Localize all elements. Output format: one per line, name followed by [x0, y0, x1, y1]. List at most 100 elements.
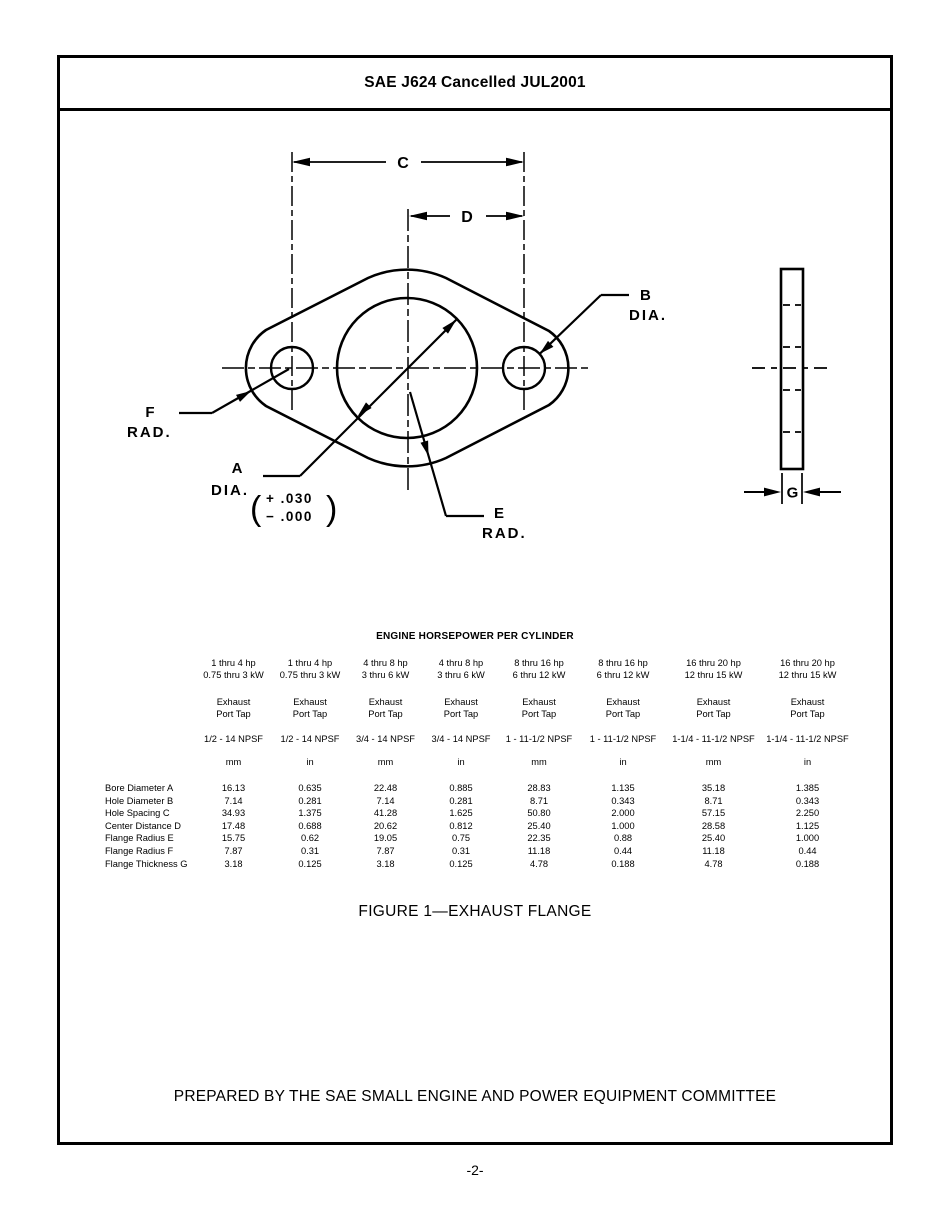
- dimension-table: 1 thru 4 hp 0.75 thru 3 kW 1 thru 4 hp 0.…: [105, 657, 855, 870]
- value-cell: 0.188: [795, 858, 820, 869]
- header-title: SAE J624 Cancelled JUL2001: [364, 74, 586, 91]
- col-header-npsf: 1-1/4 - 11-1/2 NPSF: [672, 734, 755, 744]
- value-cell: 0.31: [300, 845, 320, 856]
- value-cell: 0.885: [449, 783, 473, 793]
- value-cell: 0.812: [449, 820, 473, 831]
- col-header-npsf: 3/4 - 14 NPSF: [431, 734, 491, 744]
- value-cell: 41.28: [373, 808, 398, 819]
- row-label: Hole Diameter B: [105, 795, 174, 806]
- value-cell: 0.44: [613, 845, 633, 856]
- col-header-hp: 8 thru 16 hp 6 thru 12 kW: [512, 658, 566, 680]
- value-cell: 35.18: [701, 783, 726, 793]
- col-header-tap: Exhaust Port Tap: [790, 697, 825, 719]
- value-cell: 1.625: [449, 808, 473, 819]
- value-cell: 15.75: [221, 833, 246, 844]
- col-header-unit: in: [803, 757, 812, 767]
- col-header-hp: 4 thru 8 hp 3 thru 6 kW: [437, 658, 485, 680]
- value-cell: 7.14: [376, 795, 395, 806]
- col-header-tap: Exhaust Port Tap: [443, 697, 479, 719]
- value-cell: 11.18: [527, 845, 551, 856]
- col-header-npsf: 1 - 11-1/2 NPSF: [505, 734, 573, 744]
- col-header-npsf: 1/2 - 14 NPSF: [280, 734, 340, 744]
- col-header-unit: in: [457, 757, 465, 767]
- col-header-unit: mm: [225, 757, 242, 767]
- value-cell: 0.281: [449, 795, 473, 806]
- value-cell: 8.71: [704, 795, 723, 806]
- value-cell: 0.188: [611, 858, 635, 869]
- col-header-tap: Exhaust Port Tap: [521, 697, 557, 719]
- value-cell: 16.13: [221, 783, 246, 793]
- value-cell: 0.44: [798, 845, 817, 856]
- value-cell: 1.000: [795, 833, 820, 844]
- col-header-unit: mm: [705, 757, 722, 767]
- spacer-cell: [105, 745, 195, 768]
- value-cell: 8.71: [529, 795, 549, 806]
- col-header-hp: 8 thru 16 hp 6 thru 12 kW: [596, 658, 650, 680]
- value-cell: 1.000: [611, 820, 635, 831]
- col-header-hp: 16 thru 20 hp 12 thru 15 kW: [778, 658, 837, 680]
- value-cell: 4.78: [704, 858, 723, 869]
- value-cell: 2.250: [795, 808, 820, 819]
- header-row-npsf: 1/2 - 14 NPSF 1/2 - 14 NPSF 3/4 - 14 NPSF 3…: [105, 720, 855, 745]
- value-cell: 25.40: [701, 833, 726, 844]
- figure-caption: FIGURE 1—EXHAUST FLANGE: [358, 903, 592, 920]
- value-cell: 0.75: [451, 833, 471, 844]
- value-cell: 0.125: [449, 858, 473, 869]
- col-header-tap: Exhaust Port Tap: [292, 697, 328, 719]
- spacer-cell: [105, 720, 195, 745]
- value-cell: 4.78: [529, 858, 549, 869]
- col-header-npsf: 1-1/4 - 11-1/2 NPSF: [766, 734, 849, 744]
- value-cell: 1.125: [795, 820, 820, 831]
- value-cell: 57.15: [701, 808, 726, 819]
- value-cell: 0.88: [613, 833, 633, 844]
- col-header-hp: 1 thru 4 hp 0.75 thru 3 kW: [279, 658, 341, 680]
- value-cell: 0.125: [298, 858, 322, 869]
- value-cell: 7.14: [224, 795, 243, 806]
- value-cell: 0.635: [298, 783, 322, 793]
- value-cell: 19.05: [373, 833, 398, 844]
- value-cell: 1.385: [795, 783, 820, 793]
- col-header-tap: Exhaust Port Tap: [605, 697, 641, 719]
- row-label: Center Distance D: [105, 820, 181, 831]
- col-header-unit: mm: [531, 757, 547, 767]
- value-cell: 28.58: [701, 820, 726, 831]
- value-cell: 0.343: [611, 795, 635, 806]
- row-label: Hole Spacing C: [105, 808, 170, 819]
- value-cell: 2.000: [611, 808, 635, 819]
- value-cell: 0.688: [298, 820, 322, 831]
- header-row-hp: 1 thru 4 hp 0.75 thru 3 kW 1 thru 4 hp 0.…: [105, 657, 855, 681]
- col-header-unit: in: [306, 757, 314, 767]
- value-cell: 7.87: [376, 845, 395, 856]
- value-cell: 0.62: [300, 833, 320, 844]
- col-header-unit: in: [619, 757, 627, 767]
- value-cell: 3.18: [376, 858, 395, 869]
- col-header-npsf: 1 - 11-1/2 NPSF: [589, 734, 657, 744]
- col-header-npsf: 3/4 - 14 NPSF: [356, 734, 415, 744]
- value-cell: 34.93: [221, 808, 246, 819]
- page-border: SAE J624 Cancelled JUL2001: [57, 55, 893, 1145]
- table-title: ENGINE HORSEPOWER PER CYLINDER: [376, 631, 574, 642]
- value-cell: 0.31: [451, 845, 471, 856]
- value-cell: 22.48: [373, 783, 398, 793]
- col-header-npsf: 1/2 - 14 NPSF: [204, 734, 263, 744]
- row-label: Bore Diameter A: [105, 783, 174, 793]
- value-cell: 0.343: [795, 795, 820, 806]
- table-row: Hole Diameter B 7.14 0.281 7.14 0.281 8.71 0.3…: [105, 795, 855, 808]
- value-cell: 0.281: [298, 795, 322, 806]
- value-cell: 7.87: [224, 845, 243, 856]
- col-header-hp: 1 thru 4 hp 0.75 thru 3 kW: [203, 658, 264, 680]
- col-header-tap: Exhaust Port Tap: [368, 697, 403, 719]
- col-header-tap: Exhaust Port Tap: [696, 697, 731, 719]
- row-label: Flange Thickness G: [105, 858, 188, 869]
- value-cell: 22.35: [527, 833, 551, 844]
- value-cell: 11.18: [702, 845, 725, 856]
- col-header-tap: Exhaust Port Tap: [216, 697, 251, 719]
- col-header-hp: 4 thru 8 hp 3 thru 6 kW: [361, 658, 410, 680]
- spacer-cell: [105, 681, 195, 720]
- col-header-hp: 16 thru 20 hp 12 thru 15 kW: [684, 658, 743, 680]
- value-cell: 25.40: [527, 820, 551, 831]
